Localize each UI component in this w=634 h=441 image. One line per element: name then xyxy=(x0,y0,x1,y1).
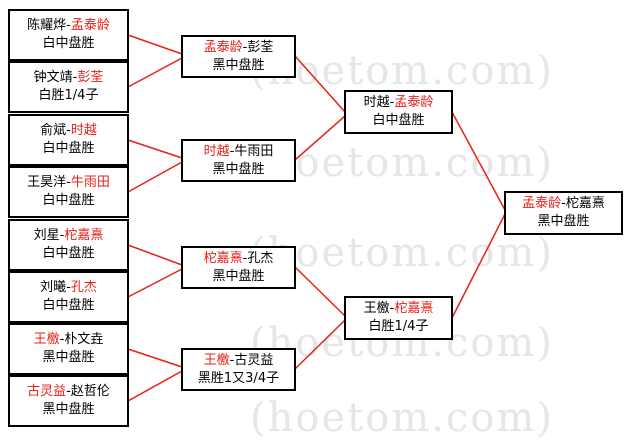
bracket-lines xyxy=(127,34,506,402)
connector-line xyxy=(127,244,183,266)
match-players: 钟文靖-彭荃 xyxy=(33,70,104,85)
match-result: 白中盘胜 xyxy=(42,36,95,51)
match-result: 白中盘胜 xyxy=(42,141,95,156)
match-result: 黑中盘胜 xyxy=(42,350,95,365)
match-players: 孟泰龄-彭荃 xyxy=(203,39,274,55)
match-box: 时越-孟泰龄 白中盘胜 xyxy=(344,90,453,134)
match-box: 柁嘉熹-孔杰 黑中盘胜 xyxy=(181,246,296,289)
match-box: 王檄-朴文垚 黑中盘胜 xyxy=(8,323,129,375)
player-name: 古灵益 xyxy=(234,352,274,368)
match-box: 刘曦-孔杰 白中盘胜 xyxy=(8,271,129,323)
match-box: 时越-牛雨田 黑中盘胜 xyxy=(181,139,296,182)
match-players: 柁嘉熹-孔杰 xyxy=(203,250,274,266)
connector-line xyxy=(294,319,346,370)
winner-name: 孔杰 xyxy=(70,280,97,295)
match-players: 孟泰龄-柁嘉熹 xyxy=(522,196,605,211)
winner-name: 柁嘉熹 xyxy=(64,228,104,243)
match-result: 黑中盘胜 xyxy=(537,214,590,229)
winner-name: 孟泰龄 xyxy=(394,95,434,110)
winner-name: 彭荃 xyxy=(77,70,104,85)
player-name: 王昊洋 xyxy=(27,175,67,190)
player-name: 朴文垚 xyxy=(64,332,104,347)
winner-name: 时越 xyxy=(203,143,230,159)
match-box: 刘星-柁嘉熹 白中盘胜 xyxy=(8,219,129,271)
match-players: 王檄-古灵益 xyxy=(203,352,274,368)
player-name: 赵哲伦 xyxy=(70,384,110,399)
match-result: 白中盘胜 xyxy=(42,193,95,208)
player-name: 彭荃 xyxy=(247,39,274,55)
match-players: 时越-孟泰龄 xyxy=(363,95,434,110)
match-box: 王昊洋-牛雨田 白中盘胜 xyxy=(8,166,129,218)
match-players: 刘星-柁嘉熹 xyxy=(33,228,104,243)
connector-line xyxy=(127,34,183,55)
player-name: 时越 xyxy=(363,95,390,110)
match-box: 王檄-柁嘉熹 白胜1/4子 xyxy=(344,296,453,340)
match-result: 白中盘胜 xyxy=(42,246,95,261)
player-name: 柁嘉熹 xyxy=(565,196,605,211)
winner-name: 孟泰龄 xyxy=(203,39,243,55)
winner-name: 古灵益 xyxy=(27,384,67,399)
player-name: 牛雨田 xyxy=(234,143,274,159)
player-name: 钟文靖 xyxy=(33,70,73,85)
player-name: 孔杰 xyxy=(247,250,274,266)
connector-line xyxy=(294,115,346,161)
player-name: 陈耀烨 xyxy=(27,18,67,33)
player-name: 刘曦 xyxy=(40,280,67,295)
connector-line xyxy=(127,57,183,88)
match-box: 孟泰龄-彭荃 黑中盘胜 xyxy=(181,35,296,78)
winner-name: 孟泰龄 xyxy=(70,18,110,33)
player-name: 王檄 xyxy=(363,301,390,316)
connector-line xyxy=(294,55,346,113)
match-players: 古灵益-赵哲伦 xyxy=(27,384,110,399)
match-result: 黑中盘胜 xyxy=(212,161,265,177)
winner-name: 孟泰龄 xyxy=(522,196,562,211)
match-players: 陈耀烨-孟泰龄 xyxy=(27,18,110,33)
match-box: 钟文靖-彭荃 白胜1/4子 xyxy=(8,61,129,113)
winner-name: 牛雨田 xyxy=(70,175,110,190)
match-result: 黑中盘胜 xyxy=(212,57,265,73)
match-players: 王昊洋-牛雨田 xyxy=(27,175,110,190)
match-result: 黑胜1又3/4子 xyxy=(197,370,280,386)
connector-line xyxy=(294,266,346,317)
winner-name: 柁嘉熹 xyxy=(203,250,243,266)
final-match-box: 孟泰龄-柁嘉熹 黑中盘胜 xyxy=(504,191,623,235)
match-players: 王檄-朴文垚 xyxy=(33,332,104,347)
match-result: 白胜1/4子 xyxy=(368,319,429,334)
match-box: 王檄-古灵益 黑胜1又3/4子 xyxy=(181,348,296,391)
match-result: 白中盘胜 xyxy=(372,113,425,128)
connector-line xyxy=(127,370,183,402)
match-box: 陈耀烨-孟泰龄 白中盘胜 xyxy=(8,9,129,61)
connector-line xyxy=(127,139,183,159)
winner-name: 时越 xyxy=(70,123,97,138)
winner-name: 王檄 xyxy=(203,352,230,368)
connector-line xyxy=(127,268,183,298)
match-result: 白中盘胜 xyxy=(42,298,95,313)
connector-line xyxy=(451,213,506,319)
player-name: 俞斌 xyxy=(40,123,67,138)
match-box: 古灵益-赵哲伦 黑中盘胜 xyxy=(8,375,129,427)
player-name: 刘星 xyxy=(33,228,60,243)
connector-line xyxy=(127,348,183,368)
winner-name: 柁嘉熹 xyxy=(394,301,434,316)
match-box: 俞斌-时越 白中盘胜 xyxy=(8,114,129,166)
match-result: 白胜1/4子 xyxy=(38,88,99,103)
match-players: 时越-牛雨田 xyxy=(203,143,274,159)
match-players: 王檄-柁嘉熹 xyxy=(363,301,434,316)
match-result: 黑中盘胜 xyxy=(212,268,265,284)
match-result: 黑中盘胜 xyxy=(42,402,95,417)
match-players: 俞斌-时越 xyxy=(40,123,97,138)
winner-name: 王檄 xyxy=(33,332,60,347)
match-players: 刘曦-孔杰 xyxy=(40,280,97,295)
connector-line xyxy=(451,111,506,211)
connector-line xyxy=(127,161,183,193)
